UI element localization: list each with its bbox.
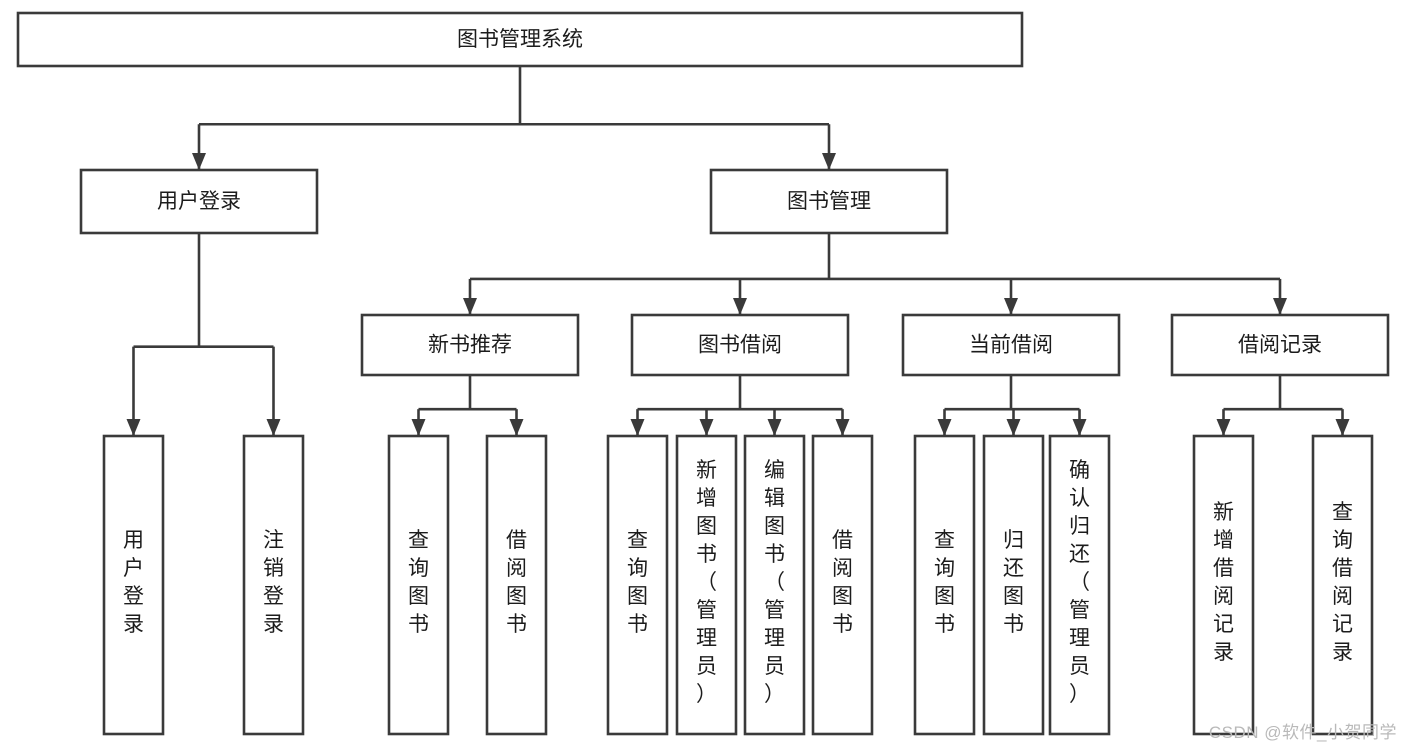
node-leaf-return-book-label: 归还图书 xyxy=(1003,529,1024,636)
node-borrow-record-box[interactable] xyxy=(1170,313,1390,377)
edge-arrowhead-icon xyxy=(822,153,836,170)
node-leaf-logout-box[interactable] xyxy=(242,434,305,736)
node-leaf-query-book-3-label: 查询图书 xyxy=(934,529,955,636)
node-borrow-record[interactable]: 借阅记录 xyxy=(1170,313,1390,377)
node-root-label: 图书管理系统 xyxy=(457,28,583,51)
node-root[interactable]: 图书管理系统 xyxy=(16,11,1024,68)
node-leaf-borrow-book-2-box[interactable] xyxy=(811,434,874,736)
node-leaf-query-book-1-box[interactable] xyxy=(387,434,450,736)
node-book-manage-box[interactable] xyxy=(709,168,949,235)
edge-arrowhead-icon xyxy=(699,419,714,436)
node-leaf-query-book-1-label: 查询图书 xyxy=(408,529,429,636)
node-new-book-rec-box[interactable] xyxy=(360,313,580,377)
edge-group-book-borrow xyxy=(630,375,850,436)
node-leaf-borrow-book-2[interactable]: 借阅图书 xyxy=(811,434,874,736)
edge-arrowhead-icon xyxy=(1004,298,1018,315)
edge-arrowhead-icon xyxy=(411,419,426,436)
edge-arrowhead-icon xyxy=(733,298,747,315)
edge-arrowhead-icon xyxy=(509,419,524,436)
edge-arrowhead-icon xyxy=(192,153,206,170)
node-book-borrow-box[interactable] xyxy=(630,313,850,377)
node-leaf-confirm-return-box[interactable] xyxy=(1048,434,1111,736)
edge-arrowhead-icon xyxy=(1216,419,1231,436)
node-leaf-query-book-2-box[interactable] xyxy=(606,434,669,736)
edge-group-book-manage xyxy=(463,233,1287,315)
node-user-login[interactable]: 用户登录 xyxy=(79,168,319,235)
edges-layer xyxy=(126,66,1350,436)
node-leaf-confirm-return[interactable]: 确认归还（管理员） xyxy=(1048,434,1111,736)
node-leaf-add-book-box[interactable] xyxy=(675,434,738,736)
node-leaf-edit-book-box[interactable] xyxy=(743,434,806,736)
node-leaf-query-book-1[interactable]: 查询图书 xyxy=(387,434,450,736)
node-root-box[interactable] xyxy=(16,11,1024,68)
node-book-borrow[interactable]: 图书借阅 xyxy=(630,313,850,377)
nodes-layer: 图书管理系统用户登录图书管理新书推荐图书借阅当前借阅借阅记录用户登录注销登录查询… xyxy=(16,11,1390,736)
node-leaf-edit-book[interactable]: 编辑图书（管理员） xyxy=(743,434,806,736)
node-current-borrow[interactable]: 当前借阅 xyxy=(901,313,1121,377)
node-leaf-return-book[interactable]: 归还图书 xyxy=(982,434,1045,736)
node-leaf-add-book-label: 新增图书（管理员） xyxy=(696,459,717,706)
edge-arrowhead-icon xyxy=(1335,419,1350,436)
node-leaf-add-record[interactable]: 新增借阅记录 xyxy=(1192,434,1255,736)
edge-arrowhead-icon xyxy=(1273,298,1287,315)
node-leaf-user-login-box[interactable] xyxy=(102,434,165,736)
edge-arrowhead-icon xyxy=(1006,419,1021,436)
edge-arrowhead-icon xyxy=(463,298,477,315)
edge-arrowhead-icon xyxy=(126,419,141,436)
node-leaf-confirm-return-label: 确认归还（管理员） xyxy=(1069,459,1090,706)
edge-group-new-book-rec xyxy=(411,375,524,436)
node-new-book-rec[interactable]: 新书推荐 xyxy=(360,313,580,377)
node-book-manage[interactable]: 图书管理 xyxy=(709,168,949,235)
node-borrow-record-label: 借阅记录 xyxy=(1238,334,1322,357)
node-leaf-borrow-book-1-label: 借阅图书 xyxy=(506,529,527,636)
node-leaf-add-record-box[interactable] xyxy=(1192,434,1255,736)
edge-arrowhead-icon xyxy=(630,419,645,436)
edge-group-root xyxy=(192,66,836,170)
node-new-book-rec-label: 新书推荐 xyxy=(428,334,512,357)
node-leaf-borrow-book-2-label: 借阅图书 xyxy=(832,529,853,636)
node-current-borrow-label: 当前借阅 xyxy=(969,334,1053,357)
node-leaf-edit-book-label: 编辑图书（管理员） xyxy=(764,459,785,706)
node-leaf-query-record[interactable]: 查询借阅记录 xyxy=(1311,434,1374,736)
node-leaf-logout[interactable]: 注销登录 xyxy=(242,434,305,736)
node-leaf-borrow-book-1-box[interactable] xyxy=(485,434,548,736)
node-leaf-add-record-label: 新增借阅记录 xyxy=(1213,501,1234,664)
node-leaf-add-book[interactable]: 新增图书（管理员） xyxy=(675,434,738,736)
node-leaf-user-login[interactable]: 用户登录 xyxy=(102,434,165,736)
node-book-manage-label: 图书管理 xyxy=(787,190,871,213)
edge-arrowhead-icon xyxy=(266,419,281,436)
edge-group-current-borrow xyxy=(937,375,1087,436)
node-leaf-query-book-2[interactable]: 查询图书 xyxy=(606,434,669,736)
node-leaf-query-book-3-box[interactable] xyxy=(913,434,976,736)
edge-arrowhead-icon xyxy=(1072,419,1087,436)
node-leaf-query-record-box[interactable] xyxy=(1311,434,1374,736)
node-leaf-query-record-label: 查询借阅记录 xyxy=(1332,501,1353,664)
edge-arrowhead-icon xyxy=(835,419,850,436)
edge-group-user-login xyxy=(126,233,281,436)
node-book-borrow-label: 图书借阅 xyxy=(698,334,782,357)
node-leaf-query-book-2-label: 查询图书 xyxy=(627,529,648,636)
edge-group-borrow-record xyxy=(1216,375,1350,436)
node-leaf-borrow-book-1[interactable]: 借阅图书 xyxy=(485,434,548,736)
node-leaf-query-book-3[interactable]: 查询图书 xyxy=(913,434,976,736)
node-current-borrow-box[interactable] xyxy=(901,313,1121,377)
edge-arrowhead-icon xyxy=(767,419,782,436)
edge-arrowhead-icon xyxy=(937,419,952,436)
node-leaf-user-login-label: 用户登录 xyxy=(123,529,144,636)
node-user-login-label: 用户登录 xyxy=(157,190,241,213)
node-leaf-logout-label: 注销登录 xyxy=(263,529,284,636)
node-leaf-return-book-box[interactable] xyxy=(982,434,1045,736)
node-user-login-box[interactable] xyxy=(79,168,319,235)
